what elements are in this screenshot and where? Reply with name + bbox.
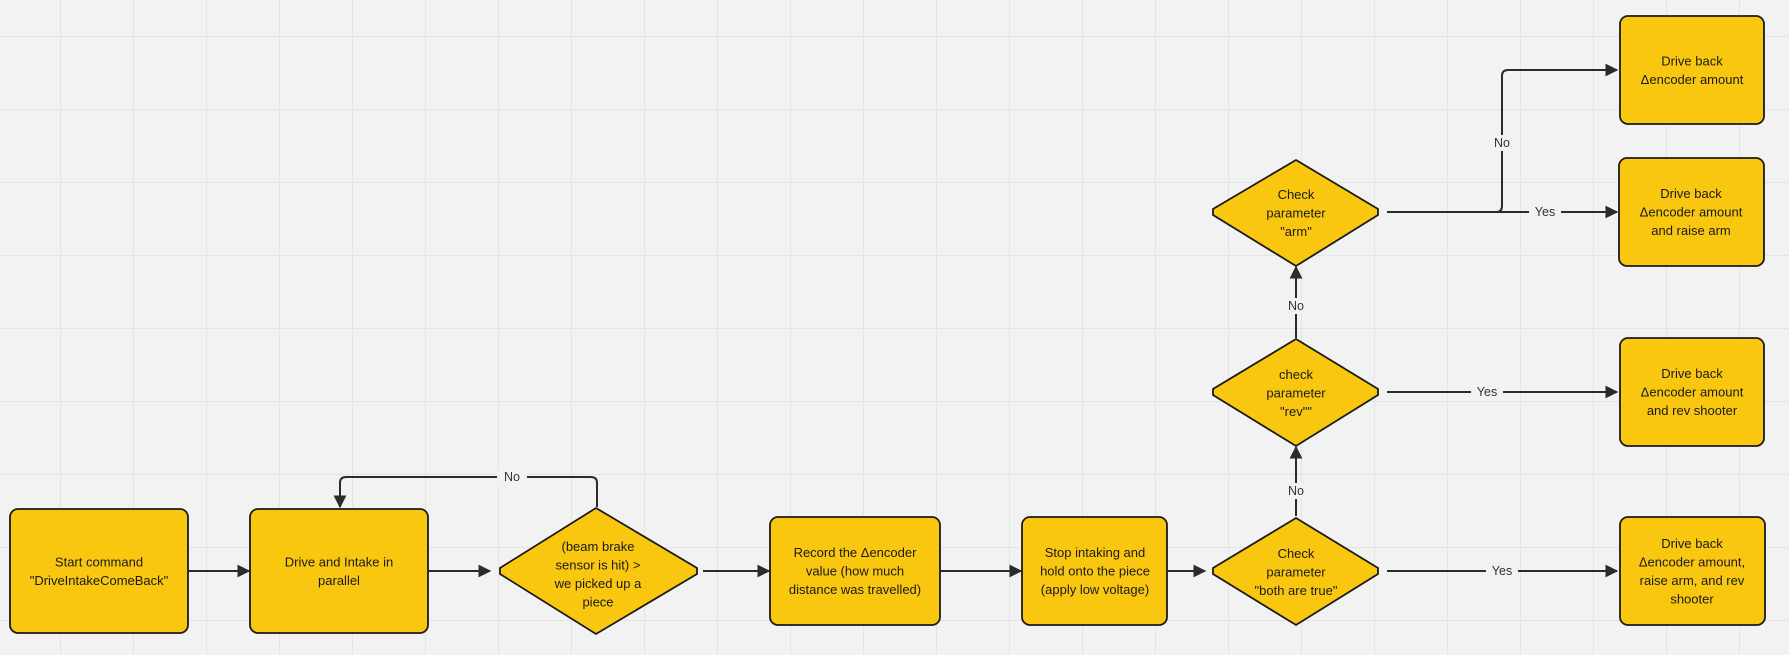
- node-label-line: Drive back: [1661, 53, 1723, 68]
- edge-label-text: Yes: [1477, 385, 1497, 399]
- node-label-line: Drive back: [1661, 536, 1723, 551]
- node-label-line: and raise arm: [1651, 223, 1730, 238]
- node-label-line: Drive back: [1660, 186, 1722, 201]
- edge-label-rev-no: No: [1281, 298, 1311, 314]
- node-check-arm[interactable]: Check parameter "arm": [1212, 158, 1379, 268]
- node-beam-check-shape: [499, 506, 698, 636]
- node-record[interactable]: Record the Δencoder value (how much distan…: [769, 516, 941, 626]
- node-start-label: Start command "DriveIntakeComeBack": [30, 554, 169, 588]
- node-label-line: Drive back: [1661, 366, 1723, 381]
- node-drive-intake-label: Drive and Intake in parallel: [285, 554, 393, 588]
- node-check-rev[interactable]: check parameter "rev"": [1212, 337, 1379, 448]
- edge-label-text: Yes: [1535, 205, 1555, 219]
- node-stop[interactable]: Stop intaking and hold onto the piece (app…: [1021, 516, 1168, 626]
- node-label-line: "DriveIntakeComeBack": [30, 573, 169, 588]
- node-label-line: (apply low voltage): [1041, 582, 1149, 597]
- edge-beam-no-loop[interactable]: [333, 476, 598, 509]
- node-label-line: raise arm, and rev: [1640, 573, 1745, 588]
- node-drive-intake[interactable]: Drive and Intake in parallel: [249, 508, 429, 634]
- edge-label-beam-no: No: [497, 469, 527, 485]
- node-drive-intake-shape: [249, 508, 429, 634]
- node-stop-shape: [1021, 516, 1168, 626]
- node-drive-back-shape: [1619, 15, 1765, 125]
- node-label-line: Record the Δencoder: [794, 545, 918, 560]
- node-label-line: and rev shooter: [1647, 403, 1738, 418]
- node-check-both-label: Check parameter "both are true": [1255, 546, 1338, 598]
- node-label-line: "both are true": [1255, 583, 1338, 598]
- node-label-line: hold onto the piece: [1040, 564, 1150, 579]
- node-check-both-shape: [1212, 516, 1379, 627]
- node-label-line: shooter: [1670, 591, 1714, 606]
- node-label-line: parameter: [1266, 565, 1326, 580]
- node-label-line: "rev"": [1280, 404, 1312, 419]
- edge-label-both-yes: Yes: [1486, 563, 1518, 579]
- node-beam-check-label: (beam brake sensor is hit) > we picked up …: [554, 539, 642, 610]
- node-label-line: Check: [1278, 546, 1315, 561]
- node-drive-back-rev-shooter-shape: [1619, 337, 1765, 447]
- node-start-shape: [9, 508, 189, 634]
- node-record-shape: [769, 516, 941, 626]
- node-label-line: Δencoder amount: [1640, 205, 1743, 220]
- node-drive-back-raise-arm-rev-shooter-shape: [1619, 516, 1766, 626]
- node-label-line: check: [1279, 367, 1313, 382]
- node-stop-label: Stop intaking and hold onto the piece (app…: [1040, 545, 1150, 597]
- node-label-line: we picked up a: [554, 576, 642, 591]
- node-label-line: parameter: [1266, 206, 1326, 221]
- edge-label-rev-yes: Yes: [1471, 384, 1503, 400]
- edge-label-text: No: [1288, 484, 1304, 498]
- node-label-line: value (how much: [806, 564, 904, 579]
- node-check-rev-label: check parameter "rev"": [1266, 367, 1326, 419]
- edge-label-arm-yes: Yes: [1529, 204, 1561, 220]
- node-label-line: parallel: [318, 573, 360, 588]
- node-label-line: Δencoder amount: [1641, 385, 1744, 400]
- node-label-line: Δencoder amount: [1641, 72, 1744, 87]
- node-label-line: Stop intaking and: [1045, 545, 1145, 560]
- node-label-line: (beam brake: [562, 539, 635, 554]
- node-check-arm-label: Check parameter "arm": [1266, 187, 1326, 239]
- node-label-line: Check: [1278, 187, 1315, 202]
- node-label-line: distance was travelled): [789, 582, 921, 597]
- node-label-line: Δencoder amount,: [1639, 554, 1745, 569]
- edges: [189, 63, 1619, 578]
- node-record-label: Record the Δencoder value (how much distan…: [789, 545, 921, 597]
- edge-label-text: Yes: [1492, 564, 1512, 578]
- node-label-line: sensor is hit) >: [556, 557, 641, 572]
- node-label-line: piece: [582, 594, 613, 609]
- node-label-line: "arm": [1280, 224, 1312, 239]
- node-label-line: parameter: [1266, 386, 1326, 401]
- node-check-rev-shape: [1212, 337, 1379, 448]
- node-label-line: Start command: [55, 554, 143, 569]
- node-start[interactable]: Start command "DriveIntakeComeBack": [9, 508, 189, 634]
- node-check-arm-shape: [1212, 158, 1379, 268]
- edge-label-arm-no: No: [1487, 135, 1517, 151]
- node-label-line: Drive and Intake in: [285, 554, 393, 569]
- edge-labels: No Yes No Yes No Yes No: [497, 135, 1561, 579]
- edge-label-text: No: [1494, 136, 1510, 150]
- edge-label-text: No: [1288, 299, 1304, 313]
- node-beam-check[interactable]: (beam brake sensor is hit) > we picked up …: [499, 506, 698, 636]
- edge-label-both-no: No: [1281, 483, 1311, 499]
- edge-label-text: No: [504, 470, 520, 484]
- node-drive-back-raise-arm-shape: [1618, 157, 1765, 267]
- node-check-both[interactable]: Check parameter "both are true": [1212, 516, 1379, 627]
